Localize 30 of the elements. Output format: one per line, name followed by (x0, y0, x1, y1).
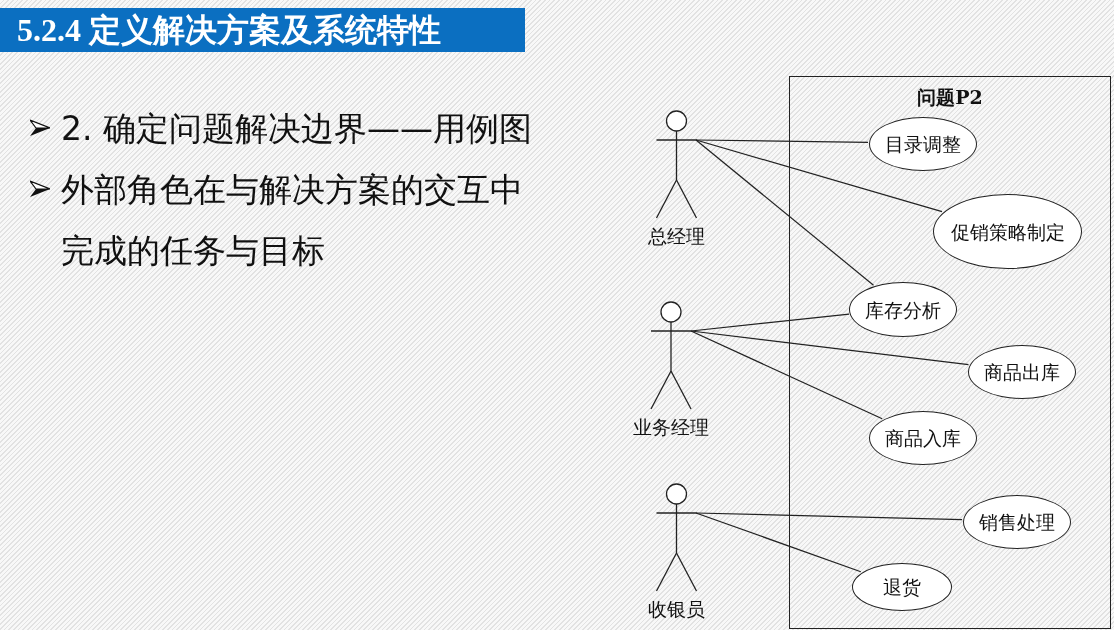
actor-label: 业务经理 (633, 416, 709, 438)
use-case-label: 退货 (883, 575, 921, 599)
association-line (695, 512, 963, 521)
association-line (695, 139, 943, 213)
actor-label: 收银员 (647, 598, 705, 620)
association-line (690, 330, 883, 420)
boundary-title: 问题P2 (917, 85, 983, 109)
association-line (695, 139, 869, 143)
use-case-label: 促销策略制定 (950, 219, 1065, 244)
actor-label: 总经理 (647, 225, 705, 247)
use-case-ellipse (869, 411, 977, 465)
use-case-ellipse (869, 117, 977, 171)
bullet-text: 外部角色在与解决方案的交互中完成的任务与目标 (61, 169, 524, 272)
slide-title: 5.2.4 定义解决方案及系统特性 (17, 11, 441, 49)
use-case-ellipse (852, 563, 952, 611)
use-case-ellipse (968, 345, 1076, 399)
association-line (690, 313, 850, 332)
use-case-label: 目录调整 (885, 132, 961, 156)
use-case-label: 销售处理 (979, 510, 1055, 534)
association-line (695, 139, 875, 286)
association-line (695, 512, 862, 573)
use-case-label: 商品入库 (885, 426, 961, 450)
association-line (690, 330, 970, 366)
use-case-ellipse (933, 194, 1082, 269)
use-case-ellipse (849, 282, 957, 337)
system-boundary-box (789, 76, 1111, 629)
use-case-ellipse (963, 495, 1071, 549)
use-case-label: 商品出库 (984, 360, 1060, 384)
bullet-text: 2. 确定问题解决边界——用例图 (61, 108, 532, 150)
use-case-label: 库存分析 (865, 297, 941, 322)
